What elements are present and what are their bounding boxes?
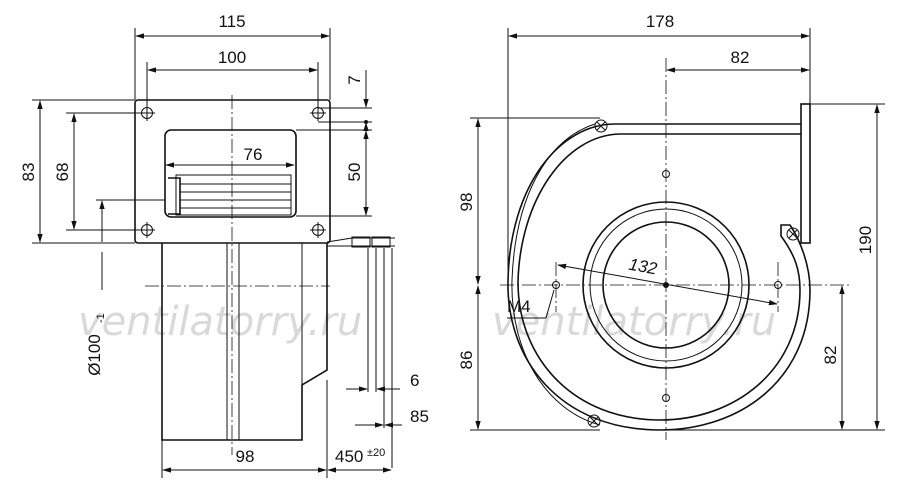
dim-hole-spacing: 100 [218, 48, 246, 67]
dim-wire-gap: 6 [410, 371, 419, 390]
dim-cable-tolerance: ±20 [367, 447, 385, 459]
screw-top [594, 119, 608, 133]
watermark-right: ventilatorry.ru [492, 299, 776, 345]
dim-diameter-tolerance: -1 [95, 313, 107, 323]
dim-body-width: 98 [236, 447, 255, 466]
dim-hole-vertical: 68 [53, 163, 72, 182]
dim-outlet-width: 76 [244, 145, 263, 164]
dim-width-outer: 115 [218, 12, 245, 31]
dim-bolt-circle: 132 [627, 255, 659, 279]
dim-overall-width: 178 [646, 12, 674, 31]
impeller-window [175, 174, 292, 216]
dim-lower-height: 86 [457, 351, 476, 370]
dim-cable-length: 450 [335, 447, 363, 466]
dim-height-outer: 83 [19, 163, 38, 182]
dim-outlet-height: 50 [345, 163, 364, 182]
mounting-hole-tr [310, 105, 326, 121]
dim-upper-height: 98 [457, 193, 476, 212]
dim-center-to-bottom: 82 [821, 346, 840, 365]
fan-body [161, 243, 328, 441]
cable-connector [351, 236, 371, 248]
dim-flange-offset: 7 [345, 75, 364, 84]
dim-wire-strip: 85 [410, 407, 429, 426]
dim-overall-height: 190 [856, 226, 875, 254]
front-view: 115 100 76 98 83 68 Ø100 -1 [19, 12, 429, 478]
flange-plate [134, 99, 331, 244]
side-flange [800, 103, 811, 244]
side-view: 132 M4 178 82 190 98 86 82 [457, 12, 885, 440]
dim-diameter-value: Ø100 [85, 334, 104, 376]
screw-right [786, 227, 800, 241]
mounting-hole-br [310, 222, 326, 238]
volute-housing [507, 123, 811, 431]
dim-diameter: Ø100 -1 [85, 313, 107, 376]
outlet-opening [164, 129, 297, 218]
mounting-hole-tl [139, 105, 155, 121]
label-thread: M4 [507, 297, 531, 316]
watermark-left: ventilatorry.ru [78, 299, 362, 345]
mounting-hole-bl [139, 222, 155, 238]
screw-bottom [587, 414, 601, 428]
dim-center-to-flange: 82 [731, 48, 750, 67]
